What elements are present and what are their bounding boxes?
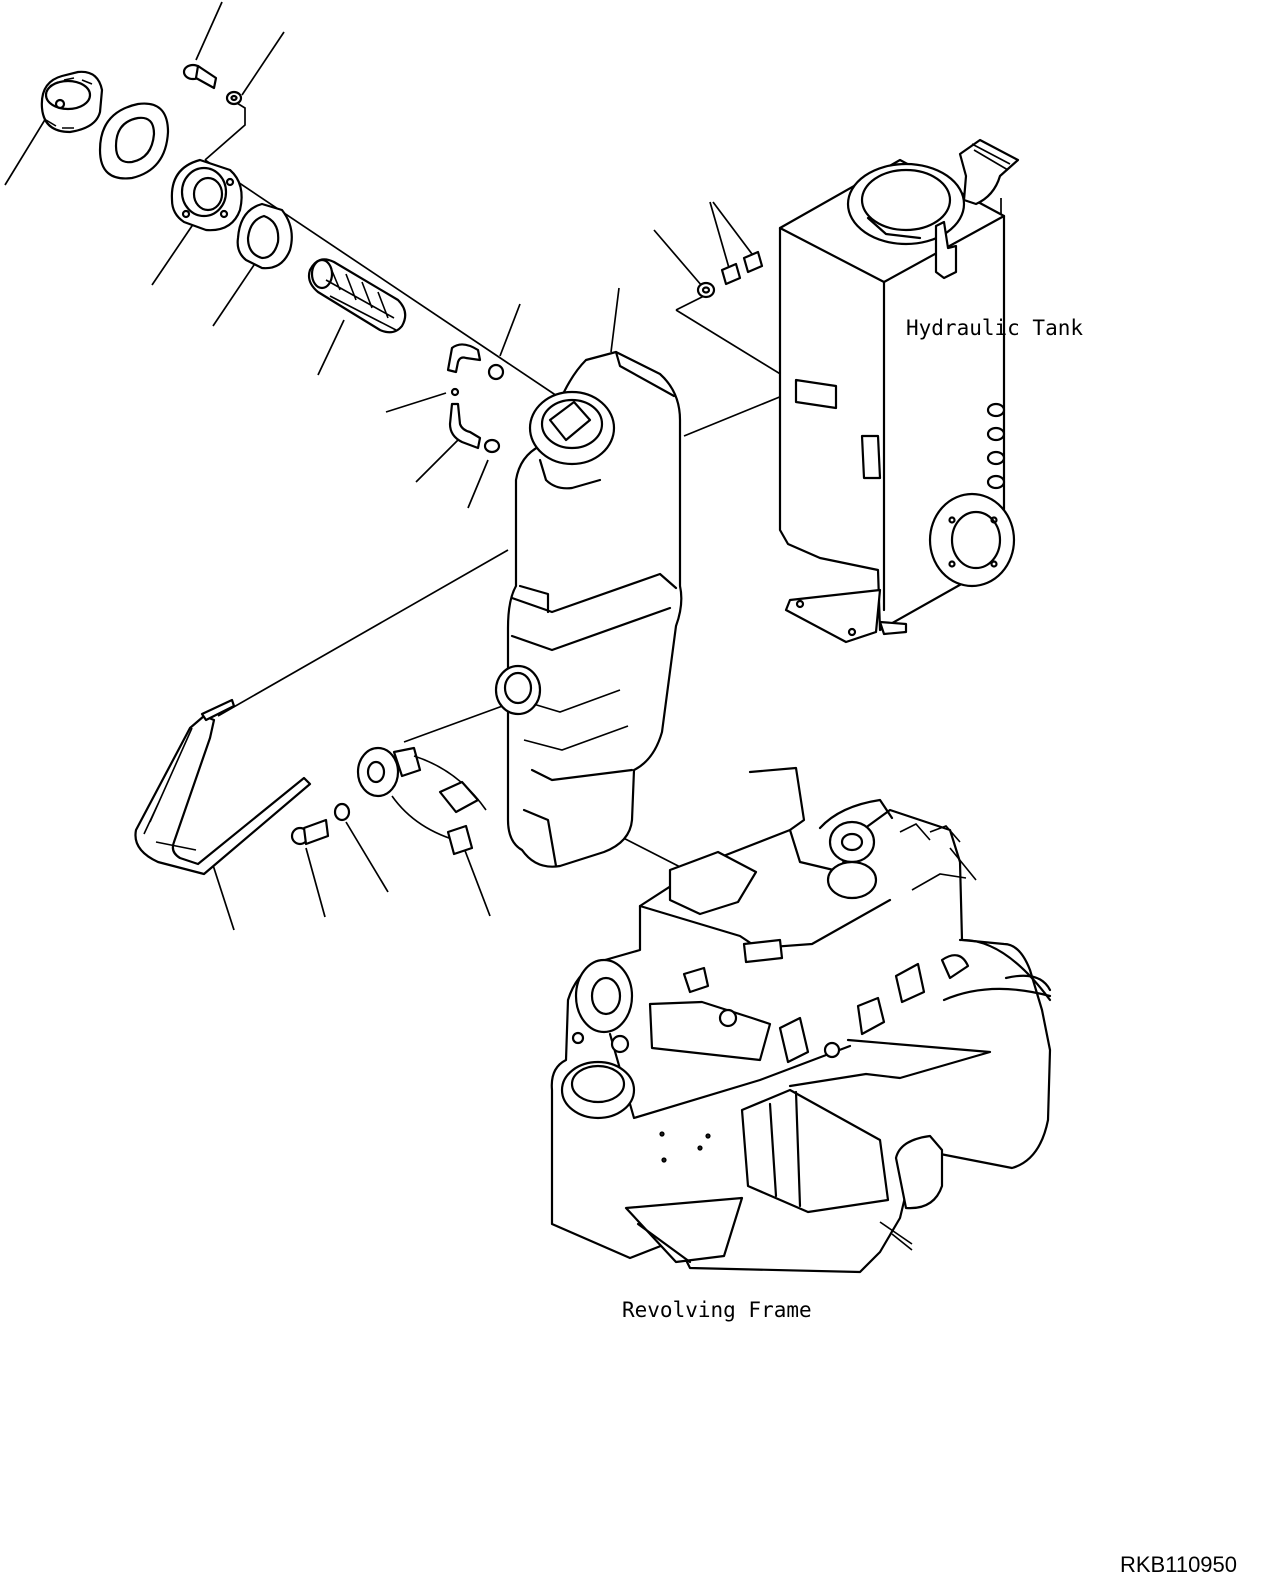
- washer: [225, 90, 243, 106]
- fuel-cap: [40, 70, 104, 134]
- strainer: [307, 258, 407, 334]
- revolving-frame: [550, 766, 1052, 1274]
- nut-and-washer: [696, 250, 764, 299]
- callout-leaders: [4, 1, 1002, 931]
- revolving-frame-label: Revolving Frame: [622, 1298, 812, 1322]
- flange-gasket: [236, 202, 293, 270]
- drawing-code-label: RKB110950: [1120, 1552, 1238, 1577]
- bolt: [182, 63, 218, 90]
- gasket-ring: [98, 102, 170, 180]
- filler-neck: [170, 158, 243, 232]
- mounting-bolt: [290, 818, 330, 846]
- breather-hose: [446, 343, 482, 450]
- hydraulic-tank: [778, 138, 1020, 644]
- tank-strap-band: [134, 698, 312, 876]
- fuel-tank: [494, 350, 683, 868]
- hose-clamp: [483, 363, 505, 454]
- hydraulic-ports: [986, 402, 1006, 490]
- o-ring: [333, 802, 351, 822]
- hydraulic-tank-label: Hydraulic Tank: [906, 316, 1084, 340]
- fuel-level-sensor: [356, 746, 487, 856]
